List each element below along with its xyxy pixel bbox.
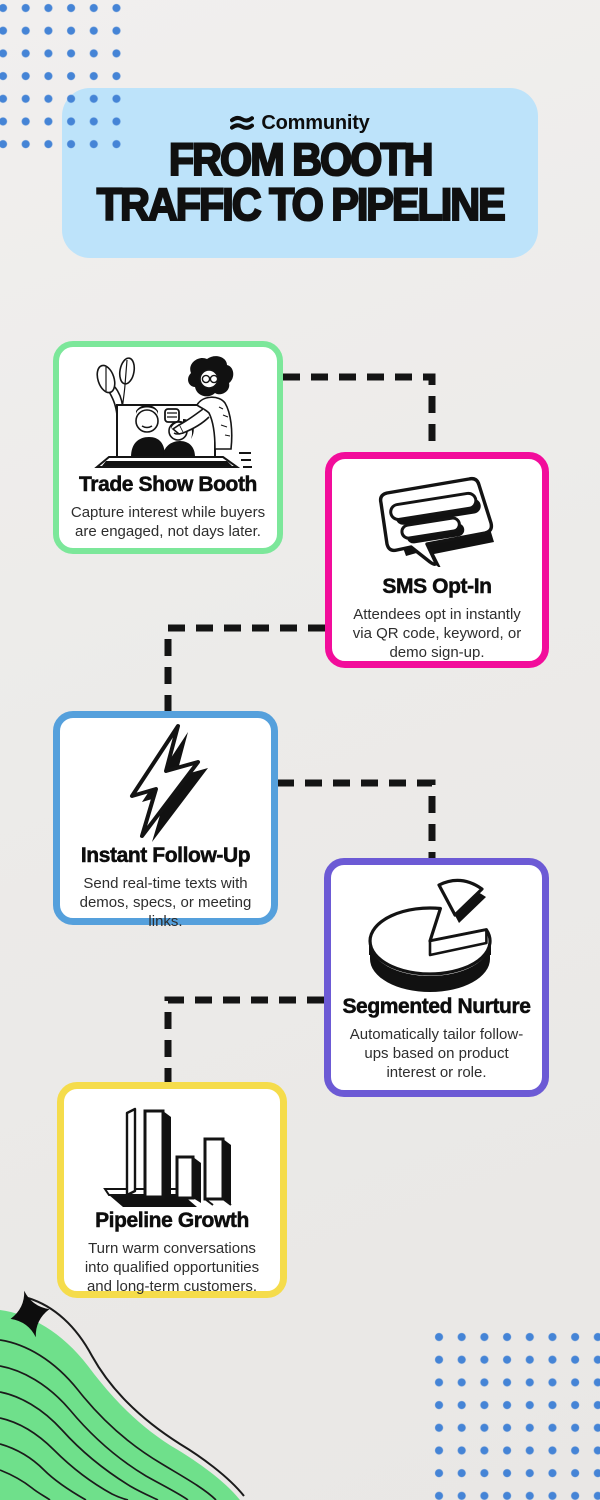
bar-chart-icon xyxy=(103,1107,232,1207)
pie-chart-icon xyxy=(367,878,492,992)
community-flag-icon xyxy=(230,115,255,130)
card-desc-segmented-nurture: Automatically tailor follow-ups based on… xyxy=(349,1026,524,1082)
trade-show-booth-illustration xyxy=(94,356,252,468)
card-desc-pipeline-growth: Turn warm conversations into qualified o… xyxy=(84,1240,260,1296)
brand-name: Community xyxy=(261,112,370,134)
card-segmented-nurture: Segmented Nurture Automatically tailor f… xyxy=(324,858,549,1097)
page-title-line2: TRAFFIC TO PIPELINE xyxy=(96,178,507,230)
card-desc-trade-show-booth: Capture interest while buyers are engage… xyxy=(70,504,266,541)
connector-1-icon xyxy=(283,373,436,452)
dot-grid-top-left xyxy=(0,3,121,152)
dot-grid-bottom-right xyxy=(434,1332,600,1500)
sparkle-star-icon xyxy=(10,1290,50,1338)
card-title-instant-follow-up: Instant Follow-Up xyxy=(80,844,251,868)
wave-decoration xyxy=(0,1288,252,1500)
card-trade-show-booth: Trade Show Booth Capture interest while … xyxy=(53,341,283,554)
brand-logo: Community xyxy=(230,112,370,135)
header-banner: Community FROM BOOTH TRAFFIC TO PIPELINE xyxy=(62,88,538,258)
card-title-sms-opt-in: SMS Opt-In xyxy=(382,575,492,599)
card-title-trade-show-booth: Trade Show Booth xyxy=(79,473,258,497)
connector-4-icon xyxy=(164,996,324,1082)
lightning-bolt-icon xyxy=(129,724,208,842)
page-title: FROM BOOTH TRAFFIC TO PIPELINE xyxy=(96,134,507,230)
green-wave-icon xyxy=(0,1290,245,1500)
card-title-pipeline-growth: Pipeline Growth xyxy=(95,1209,250,1233)
page-title-line1: FROM BOOTH xyxy=(168,134,435,185)
connector-3-icon xyxy=(277,779,436,858)
card-title-segmented-nurture: Segmented Nurture xyxy=(342,995,531,1019)
card-pipeline-growth: Pipeline Growth Turn warm conversations … xyxy=(57,1082,287,1298)
card-sms-opt-in: SMS Opt-In Attendees opt in instantly vi… xyxy=(325,452,549,668)
card-instant-follow-up: Instant Follow-Up Send real-time texts w… xyxy=(53,711,278,930)
connector-2-icon xyxy=(164,624,325,711)
card-desc-sms-opt-in: Attendees opt in instantly via QR code, … xyxy=(352,606,522,662)
chat-bubble-icon xyxy=(378,476,494,567)
card-desc-instant-follow-up: Send real-time texts with demos, specs, … xyxy=(79,875,252,931)
